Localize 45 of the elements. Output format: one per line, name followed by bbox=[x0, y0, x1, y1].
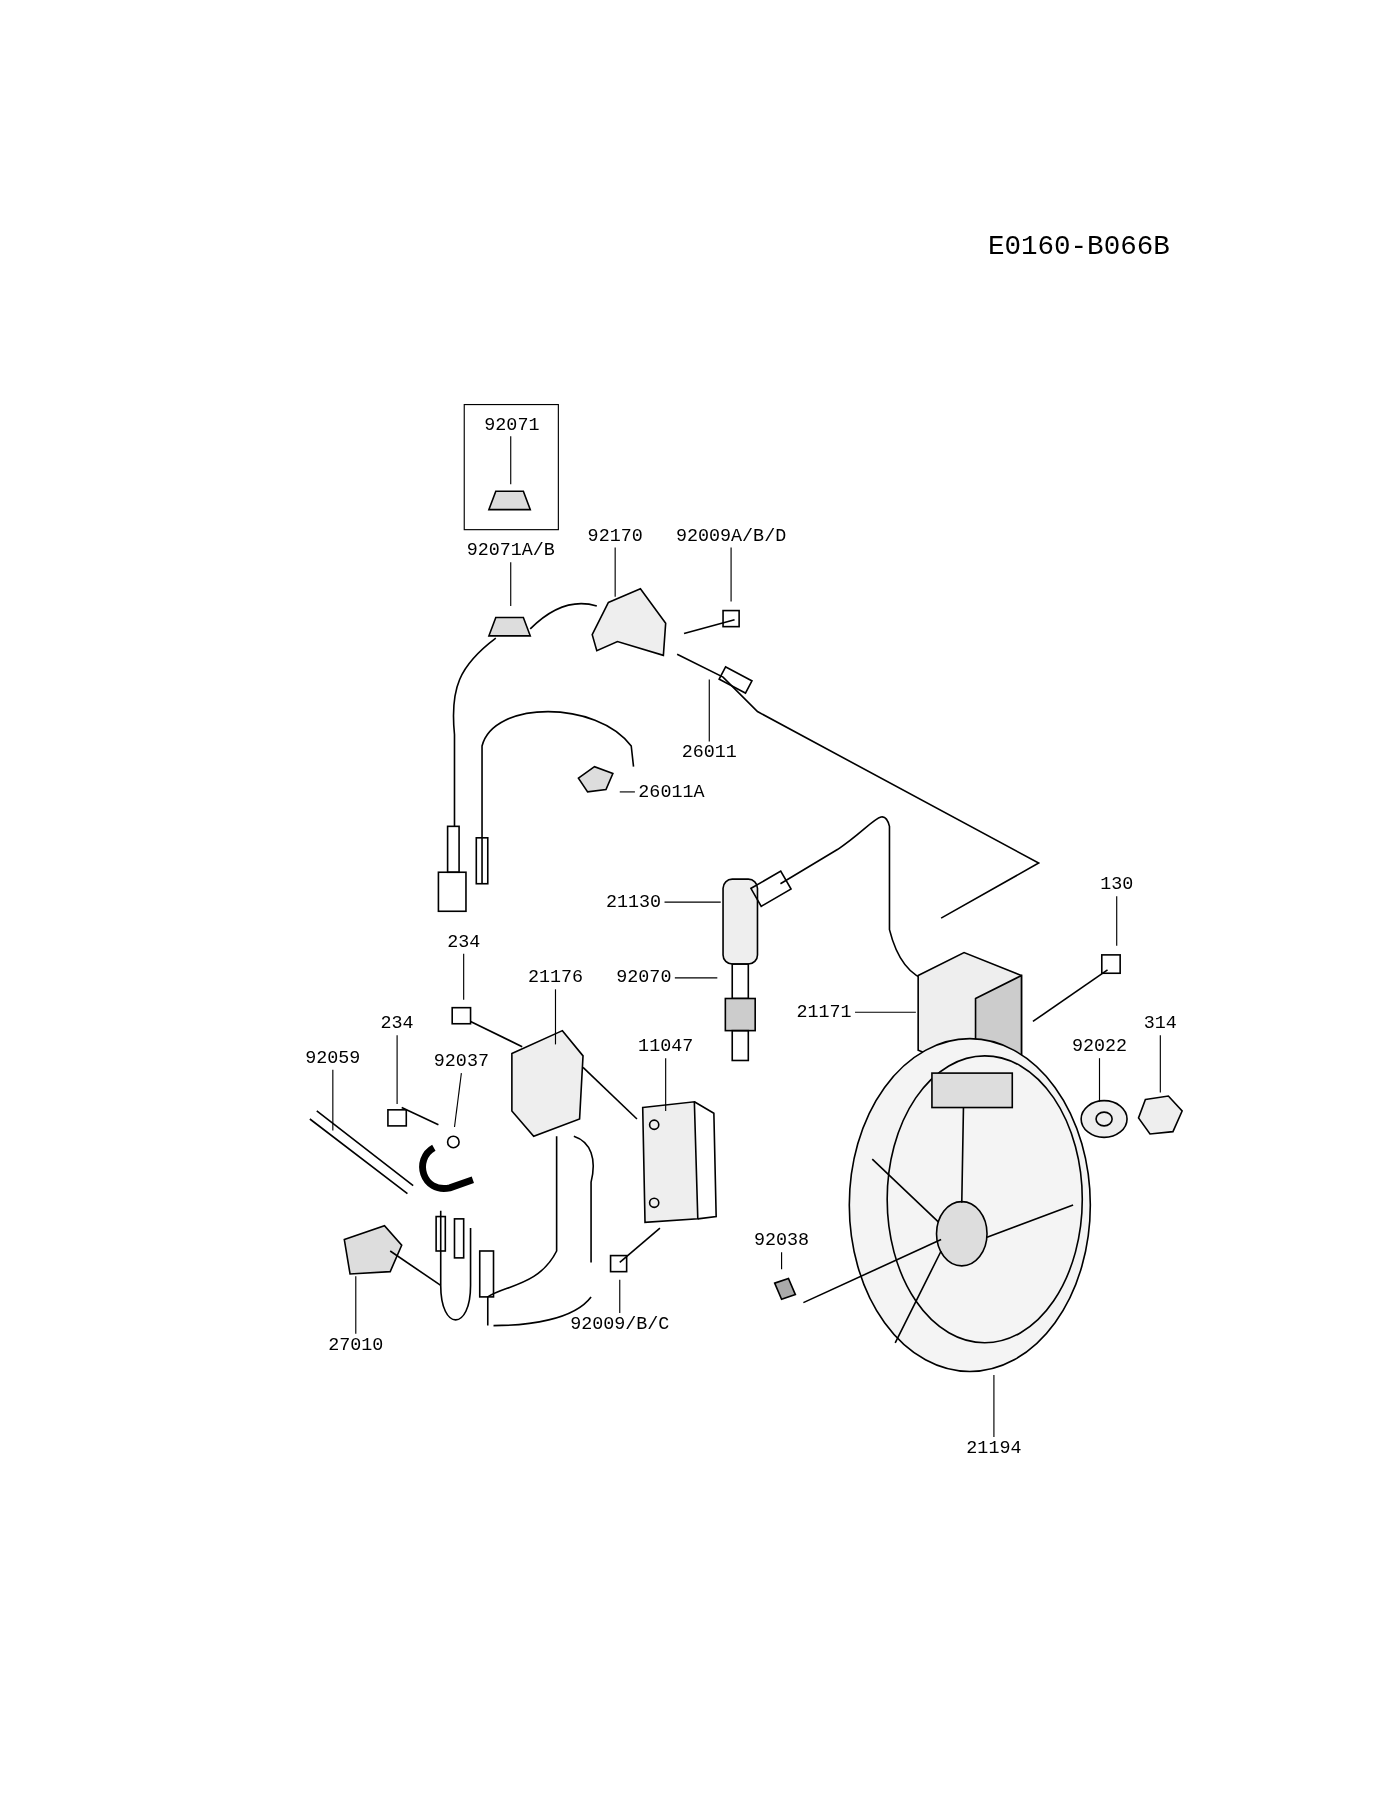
leader-line bbox=[332, 1069, 334, 1132]
callout-number: 27010 bbox=[328, 1334, 384, 1356]
callout-number: 92170 bbox=[587, 525, 643, 547]
callout-number: 11047 bbox=[638, 1036, 694, 1058]
callout-number: 130 bbox=[1100, 874, 1134, 896]
callout-number: 26011 bbox=[681, 742, 737, 764]
callout-number: 21194 bbox=[966, 1438, 1022, 1459]
callout-number: 92038 bbox=[754, 1230, 810, 1251]
callout-number: 92009/B/C bbox=[570, 1314, 670, 1335]
leader-line bbox=[1159, 1034, 1161, 1094]
leader-line bbox=[463, 953, 465, 1001]
leader-line bbox=[510, 561, 512, 607]
leader-line bbox=[614, 546, 616, 598]
callout-number: 234 bbox=[380, 1013, 414, 1035]
leader-line bbox=[554, 988, 557, 1045]
callout-number: 21176 bbox=[527, 967, 584, 989]
leader-line bbox=[993, 1374, 995, 1438]
callout-number: 21130 bbox=[606, 891, 662, 913]
callout-number: 92071 bbox=[484, 415, 540, 437]
leader-line bbox=[396, 1034, 398, 1105]
leader-line bbox=[619, 1279, 621, 1314]
callout-number: 92070 bbox=[616, 967, 672, 989]
leader-line bbox=[674, 977, 718, 979]
callout-number: 26011A bbox=[638, 781, 705, 803]
leader-line bbox=[1116, 895, 1118, 947]
leader-line bbox=[510, 435, 512, 485]
callout-number: 234 bbox=[447, 931, 481, 953]
callout-number: 21171 bbox=[796, 1001, 852, 1023]
leader-line bbox=[665, 1057, 667, 1112]
callout-number: 92022 bbox=[1071, 1036, 1128, 1058]
leader-line bbox=[355, 1275, 357, 1335]
callout-number: 314 bbox=[1143, 1013, 1177, 1035]
leader-line bbox=[708, 678, 710, 742]
callout-number: 92009A/B/D bbox=[676, 525, 787, 547]
leader-line bbox=[781, 1251, 783, 1270]
callout-number: 92071A/B bbox=[466, 540, 555, 562]
leader-line bbox=[1098, 1057, 1101, 1103]
leader-line bbox=[453, 1072, 462, 1128]
callout-number: 92059 bbox=[305, 1047, 361, 1069]
leader-line bbox=[663, 901, 722, 903]
diagram-code: E0160-B066B bbox=[987, 230, 1170, 263]
leader-line bbox=[619, 791, 636, 793]
leader-line bbox=[730, 546, 732, 602]
leader-line bbox=[854, 1011, 917, 1013]
callout-number: 92037 bbox=[433, 1051, 489, 1072]
